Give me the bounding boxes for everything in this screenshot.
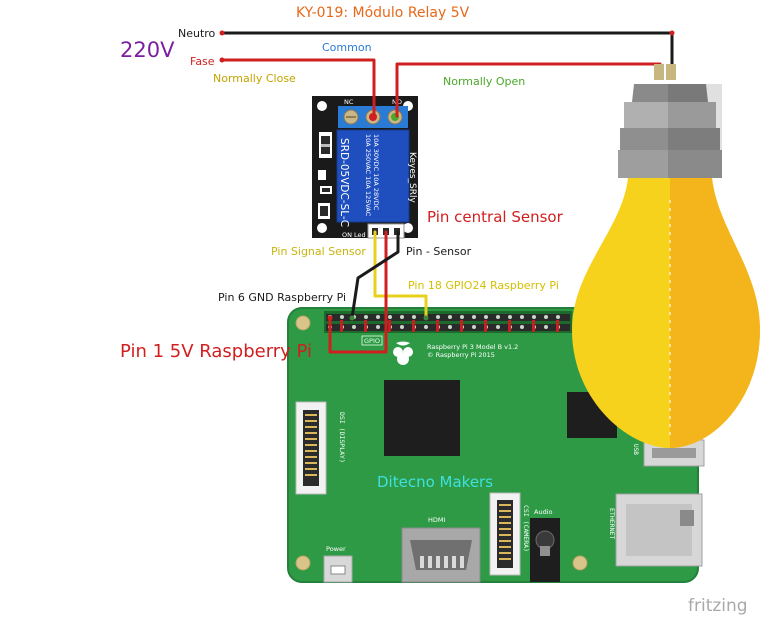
pin18-label: Pin 18 GPIO24 Raspberry Pi: [408, 279, 559, 292]
pin-signal-sensor-label: Pin Signal Sensor: [271, 245, 366, 258]
relay-brand-text: Keyes_SRly: [407, 152, 417, 204]
dsi-label: DSI (DISPLAY): [338, 412, 346, 463]
bulb-socket: [632, 84, 708, 102]
light-bulb: [572, 64, 760, 448]
fritzing-logo: fritzing: [688, 596, 748, 616]
relay-on-led-label: ON Led: [342, 231, 366, 239]
gpio-label: GPIO: [364, 337, 380, 345]
fase-label: Fase: [190, 55, 215, 68]
usb-label: USB: [632, 444, 639, 455]
ethernet-label: ETHERNET: [608, 508, 616, 539]
pin-minus-sensor-label: Pin - Sensor: [406, 245, 472, 258]
relay-nc-label: NC: [344, 98, 354, 106]
relay-spec2-text: 10A 30VDC 10A 28VDC: [372, 134, 380, 211]
wire-gnd: [350, 230, 400, 320]
power-port: Power: [323, 545, 353, 583]
audio-label: Audio: [534, 508, 552, 516]
neutro-label: Neutro: [178, 27, 216, 40]
hdmi-label: HDMI: [428, 516, 446, 524]
pin6-label: Pin 6 GND Raspberry Pi: [218, 291, 346, 304]
wire-fase: [220, 58, 376, 118]
dsi-connector: DSI (DISPLAY): [295, 401, 346, 495]
csi-label: CSI (CAMERA): [522, 505, 530, 552]
ethernet-port: ETHERNET: [608, 493, 703, 567]
diagram-title: KY-019: Módulo Relay 5V: [296, 5, 470, 21]
relay-body: [336, 129, 410, 223]
audio-jack: Audio: [530, 508, 560, 582]
relay-module: NC NO SRD-05VDC-SL-C 10A 250VAC 10A 125V…: [312, 96, 418, 239]
pin1-label: Pin 1 5V Raspberry Pi: [120, 341, 312, 362]
normally-close-label: Normally Close: [213, 72, 296, 85]
relay-spec1-text: 10A 250VAC 10A 125VAC: [364, 134, 372, 217]
voltage-label: 220V: [120, 38, 175, 62]
ditecno-label: Ditecno Makers: [377, 473, 493, 491]
pin-central-sensor-label: Pin central Sensor: [427, 208, 564, 226]
normally-open-label: Normally Open: [443, 75, 525, 88]
board-copyright-text: © Raspberry Pi 2015: [427, 351, 495, 359]
power-label: Power: [326, 545, 346, 553]
cpu-chip: [384, 380, 460, 456]
hdmi-port: HDMI: [401, 516, 481, 583]
wire-5v: [328, 230, 388, 354]
common-label: Common: [322, 41, 372, 54]
board-model-text: Raspberry Pi 3 Model B v1.2: [427, 343, 518, 351]
raspberry-logo: [393, 341, 413, 365]
wire-normally-open: [395, 62, 662, 118]
relay-model-text: SRD-05VDC-SL-C: [338, 138, 350, 227]
wire-signal: [373, 230, 428, 320]
csi-connector: CSI (CAMERA): [489, 492, 530, 576]
